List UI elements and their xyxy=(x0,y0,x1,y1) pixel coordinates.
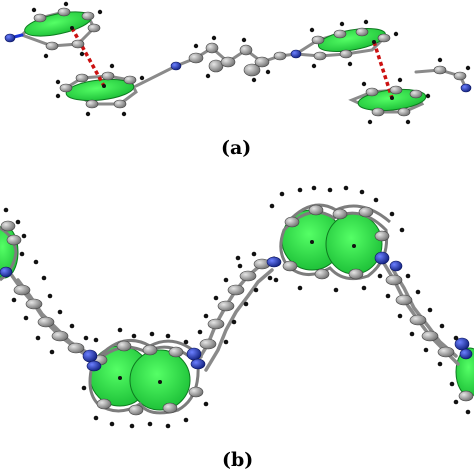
panel-a-centroids xyxy=(70,26,394,100)
panel-b-hydrogen-atoms xyxy=(3,185,471,429)
panel-a-hydrogen-atoms xyxy=(31,1,471,125)
panel-a-dimer-structure xyxy=(4,1,472,125)
panel-b-carbon-atoms xyxy=(0,204,474,416)
pi-stack-right xyxy=(372,41,394,99)
panel-a-carbon-atoms xyxy=(33,7,467,117)
panel-b-nitrogen-atoms xyxy=(0,251,473,372)
pi-stacking-lines xyxy=(70,27,394,99)
panel-label-b: (b) xyxy=(222,449,254,471)
panel-b-polymer-chain xyxy=(0,185,474,429)
panel-label-a: (a) xyxy=(221,137,252,159)
panel-a-nitrogen-atoms xyxy=(4,33,472,93)
panel-b-centroids xyxy=(118,240,356,384)
